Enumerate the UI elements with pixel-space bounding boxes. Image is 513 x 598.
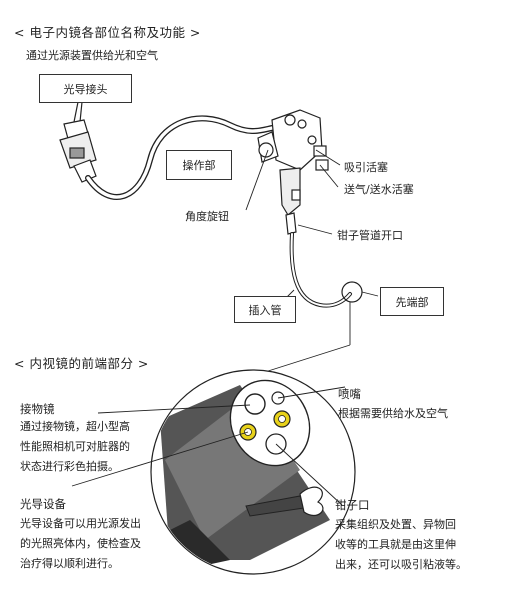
label-forceps-port: 钳子管道开口 <box>337 229 403 242</box>
control-body-drawing <box>257 109 329 235</box>
objective-title: 接物镜 <box>20 402 55 416</box>
tip-highlight-circle <box>341 281 363 303</box>
label-suction-valve: 吸引活塞 <box>344 161 388 174</box>
objective-line: 状态进行彩色拍摄。 <box>20 460 119 473</box>
tip-closeup-drawing <box>150 369 356 575</box>
light-guide-desc: 光导设备可以用光源发出 的光照亮体内，使检查及 治疗得以顺利进行。 <box>20 514 141 574</box>
objective-line: 性能照相机可对脏器的 <box>20 440 130 453</box>
forceps-title: 钳子口 <box>335 498 370 512</box>
nozzle-desc: 根据需要供给水及空气 <box>338 404 448 424</box>
insertion-tube <box>289 232 352 308</box>
light-source-note: 通过光源装置供给光和空气 <box>26 49 158 62</box>
label-tip: 先端部 <box>380 287 444 316</box>
label-angle-knob: 角度旋钮 <box>185 210 229 223</box>
light-guide-title: 光导设备 <box>20 497 66 511</box>
nozzle-title: 喷嘴 <box>338 387 361 401</box>
forceps-line: 出来，还可以吸引粘液等。 <box>335 558 467 571</box>
objective-desc: 通过接物镜，超小型高 性能照相机可对脏器的 状态进行彩色拍摄。 <box>20 417 130 477</box>
label-air-water-valve: 送气/送水活塞 <box>344 183 414 196</box>
leader-lines-bottom <box>71 386 346 506</box>
forceps-desc: 采集组织及处置、异物回 收等的工具就是由这里伸 出来，还可以吸引粘液等。 <box>335 515 467 575</box>
forceps-line: 采集组织及处置、异物回 <box>335 518 456 531</box>
section-title-tip: < 内视镜的前端部分 > <box>14 356 149 371</box>
leader-lines-top <box>77 92 379 373</box>
label-light-connector: 光导接头 <box>39 74 132 103</box>
label-operation-part: 操作部 <box>166 150 232 180</box>
forceps-line: 收等的工具就是由这里伸 <box>335 538 456 551</box>
label-insertion-tube: 插入管 <box>234 296 296 323</box>
section-title-parts: < 电子内镜各部位名称及功能 > <box>14 25 201 40</box>
nozzle-line: 根据需要供给水及空气 <box>338 407 448 420</box>
light-guide-line: 光导设备可以用光源发出 <box>20 517 141 530</box>
objective-line: 通过接物镜，超小型高 <box>20 420 130 433</box>
light-connector-drawing <box>59 101 97 183</box>
light-guide-line: 治疗得以顺利进行。 <box>20 557 119 570</box>
light-guide-line: 的光照亮体内，使检查及 <box>20 537 141 550</box>
